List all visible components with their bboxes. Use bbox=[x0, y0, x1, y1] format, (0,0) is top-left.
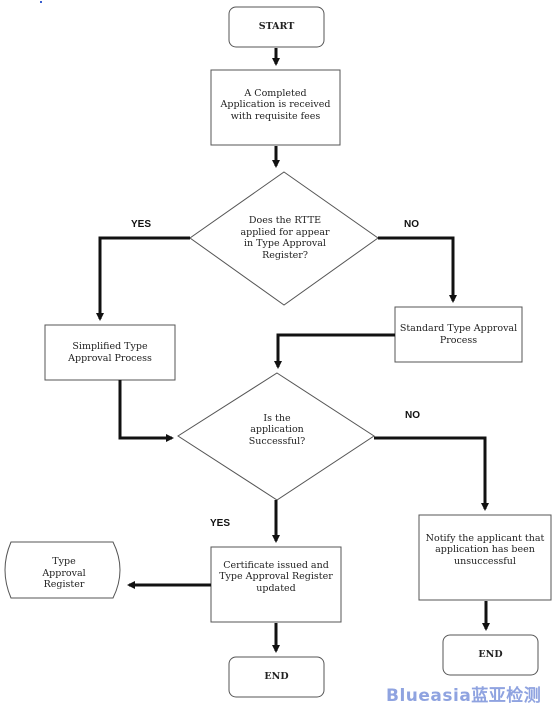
end-left-label: END bbox=[264, 671, 289, 683]
register-decision-label: Does the RTTE applied for appear in Type… bbox=[240, 215, 330, 261]
watermark-logo: Blueasia蓝亚检测 bbox=[386, 686, 542, 704]
start-label: START bbox=[258, 21, 295, 33]
register-storage bbox=[4, 541, 121, 599]
end-right-terminator bbox=[442, 634, 539, 676]
register-storage-label: Type Approval Register bbox=[42, 556, 86, 590]
certificate-box bbox=[210, 546, 342, 623]
start-terminator bbox=[228, 6, 325, 48]
no-branch-label-success: NO bbox=[405, 410, 420, 421]
arrow-no-to-notify bbox=[374, 436, 489, 511]
received-box bbox=[210, 69, 341, 146]
arrow-yes-to-simplified bbox=[96, 236, 190, 321]
simplified-label: Simplified Type Approval Process bbox=[68, 341, 152, 364]
end-left-terminator bbox=[228, 656, 325, 698]
simplified-box bbox=[44, 324, 176, 381]
register-decision bbox=[189, 171, 379, 306]
success-decision-label: Is the application Successful? bbox=[248, 412, 306, 447]
standard-box bbox=[394, 306, 523, 363]
arrow-simplified-to-success bbox=[118, 380, 174, 442]
marker-dot bbox=[40, 1, 42, 3]
arrow-standard-to-success bbox=[274, 333, 395, 369]
no-branch-label: NO bbox=[404, 219, 419, 230]
notify-box bbox=[418, 514, 552, 601]
received-label: A Completed Application is received with… bbox=[220, 87, 331, 122]
yes-branch-label-success: YES bbox=[210, 518, 231, 529]
standard-label: Standard Type Approval Process bbox=[399, 323, 518, 346]
yes-branch-label: YES bbox=[131, 219, 152, 230]
notify-label: Notify the applicant that application ha… bbox=[425, 532, 545, 567]
arrow-no-to-standard bbox=[378, 236, 457, 303]
certificate-label: Certificate issued and Type Approval Reg… bbox=[219, 559, 333, 594]
end-right-label: END bbox=[478, 649, 503, 661]
